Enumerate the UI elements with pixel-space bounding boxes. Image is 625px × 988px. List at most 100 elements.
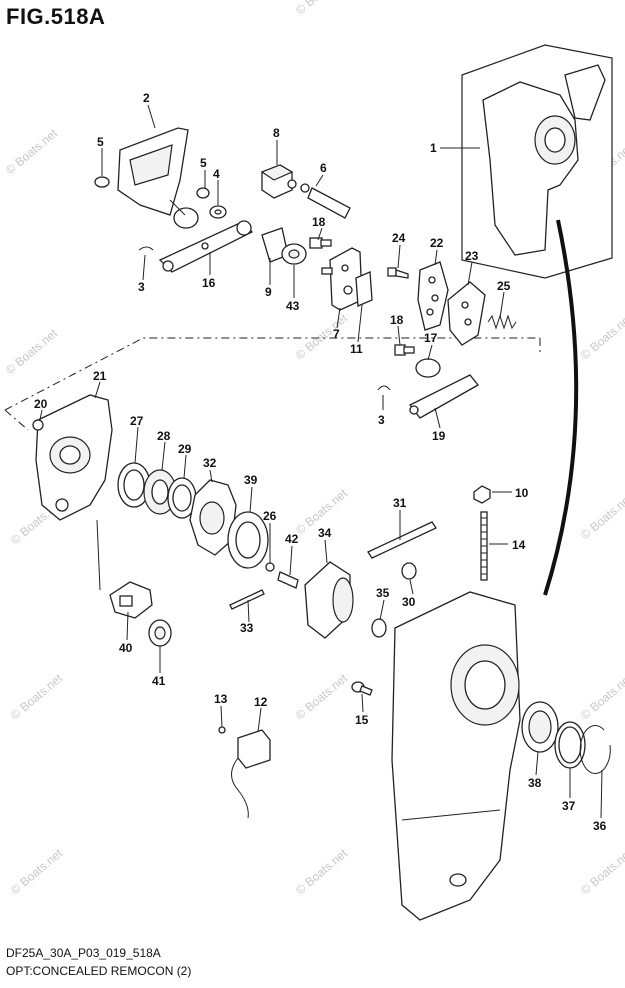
disc-washer[interactable]	[415, 358, 441, 378]
figure-title: FIG.518A	[6, 4, 106, 29]
callout-28: 28	[157, 429, 171, 443]
callout-34: 34	[318, 526, 332, 540]
drive-shaft[interactable]	[277, 571, 299, 589]
figure-code: DF25A_30A_P03_019_518A	[6, 946, 161, 960]
callout-8: 8	[273, 126, 280, 140]
bolt[interactable]	[309, 237, 332, 249]
watermark: © Boats.net	[578, 671, 625, 723]
callout-32: 32	[203, 456, 217, 470]
watermark: © Boats.net	[293, 0, 351, 17]
callout-31: 31	[393, 496, 407, 510]
circlip[interactable]	[377, 385, 391, 391]
callout-13: 13	[214, 692, 228, 706]
watermark: © Boats.net	[578, 846, 625, 898]
pin[interactable]	[229, 589, 265, 610]
leader-lines	[39, 104, 603, 819]
stud-bolt[interactable]	[480, 511, 488, 581]
bolt[interactable]	[351, 681, 373, 696]
callout-23: 23	[465, 249, 479, 263]
callout-20: 20	[34, 397, 48, 411]
drum[interactable]	[304, 561, 354, 639]
harness-connector[interactable]	[231, 729, 271, 819]
nut[interactable]	[473, 485, 491, 504]
callout-25: 25	[497, 279, 511, 293]
notch-plate[interactable]	[447, 281, 486, 346]
callout-43: 43	[286, 299, 300, 313]
part-lever-plate[interactable]	[117, 127, 199, 229]
callout-12: 12	[254, 695, 268, 709]
callout-18: 18	[312, 215, 326, 229]
callout-labels: 1 2 3 3 4 5 5 6 7 8 9 10 11 12 13 14 15 …	[34, 91, 607, 833]
seal-ring[interactable]	[521, 701, 559, 753]
callout-35: 35	[376, 586, 390, 600]
cam-block[interactable]	[260, 164, 297, 199]
watermark: © Boats.net	[293, 311, 351, 363]
shaft[interactable]	[300, 183, 351, 219]
callout-33: 33	[240, 621, 254, 635]
bushing[interactable]	[281, 243, 307, 265]
neutral-switch[interactable]	[109, 581, 153, 619]
callout-17: 17	[424, 331, 438, 345]
callout-21: 21	[93, 369, 107, 383]
watermark: © Boats.net	[293, 671, 351, 723]
callout-26: 26	[263, 509, 277, 523]
cover-plate[interactable]	[35, 394, 113, 521]
callout-37: 37	[562, 799, 576, 813]
circlip-large[interactable]	[579, 725, 611, 774]
callout-2: 2	[143, 91, 150, 105]
callout-3: 3	[138, 280, 145, 294]
bush[interactable]	[371, 618, 387, 638]
lock-plate[interactable]	[355, 271, 373, 307]
spacer-ring[interactable]	[167, 477, 197, 519]
spring[interactable]	[487, 314, 517, 330]
callout-18: 18	[390, 313, 404, 327]
watermark: © Boats.net	[578, 491, 625, 543]
rod[interactable]	[367, 521, 437, 559]
bolt[interactable]	[394, 344, 415, 356]
screw[interactable]	[387, 267, 409, 279]
figure-description: OPT:CONCEALED REMOCON (2)	[6, 964, 192, 978]
watermark: © Boats.net	[3, 326, 61, 378]
screw[interactable]	[32, 419, 44, 431]
watermark: © Boats.net	[8, 671, 66, 723]
detent-cam[interactable]	[417, 261, 449, 331]
link-arm[interactable]	[158, 220, 254, 273]
circlip[interactable]	[138, 246, 154, 251]
callout-9: 9	[265, 285, 272, 299]
o-ring[interactable]	[117, 462, 151, 508]
callout-3: 3	[378, 413, 385, 427]
watermark: © Boats.net	[8, 846, 66, 898]
group-outline	[4, 337, 540, 411]
main-housing[interactable]	[391, 591, 521, 921]
watermark: © Boats.net	[293, 846, 351, 898]
watermark: © Boats.net	[578, 311, 625, 363]
shift-link[interactable]	[409, 374, 479, 419]
callout-15: 15	[355, 713, 369, 727]
callout-22: 22	[430, 236, 444, 250]
callout-14: 14	[512, 538, 526, 552]
remocon-housing-small[interactable]	[482, 64, 606, 256]
gear-plate[interactable]	[189, 479, 237, 556]
callout-7: 7	[333, 327, 340, 341]
lock-nut[interactable]	[148, 619, 172, 647]
flat-washer[interactable]	[227, 511, 269, 569]
callout-5: 5	[97, 135, 104, 149]
callout-4: 4	[213, 167, 220, 181]
callout-39: 39	[244, 473, 258, 487]
cap[interactable]	[401, 562, 417, 580]
callout-6: 6	[320, 161, 327, 175]
callout-16: 16	[202, 276, 216, 290]
callout-24: 24	[392, 231, 406, 245]
relation-arrow	[543, 219, 579, 596]
pin[interactable]	[265, 562, 275, 572]
screw[interactable]	[218, 726, 226, 734]
callout-1: 1	[430, 141, 437, 155]
callout-30: 30	[402, 595, 416, 609]
callout-11: 11	[350, 342, 363, 356]
washer[interactable]	[94, 176, 110, 188]
callout-41: 41	[152, 674, 166, 688]
washer[interactable]	[196, 187, 210, 199]
callout-29: 29	[178, 442, 192, 456]
callout-27: 27	[130, 414, 144, 428]
